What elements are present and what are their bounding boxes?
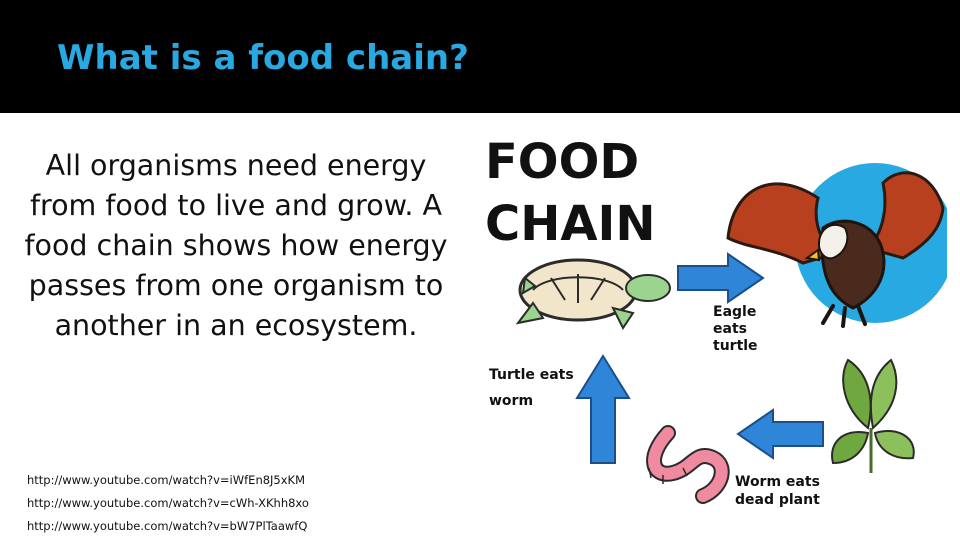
turtle-illustration — [515, 258, 671, 330]
title-bar: What is a food chain? — [0, 0, 960, 113]
slide-title: What is a food chain? — [57, 38, 469, 78]
caption-eagle-line1: Eagle — [713, 304, 756, 320]
caption-eagle-line2: eats — [713, 321, 747, 337]
arrow-right-icon — [677, 252, 765, 304]
video-link-2[interactable]: http://www.youtube.com/watch?v=cWh-XKhh8… — [27, 496, 309, 510]
caption-turtle-line1: Turtle eats — [489, 367, 574, 383]
video-link-3[interactable]: http://www.youtube.com/watch?v=bW7PlTaaw… — [27, 519, 308, 533]
arrow-left-icon — [736, 408, 824, 460]
video-links: http://www.youtube.com/watch?v=iWfEn8J5x… — [27, 472, 447, 541]
food-chain-svg: FOOD CHAIN Eagle eats turtle — [485, 134, 947, 508]
video-link-1[interactable]: http://www.youtube.com/watch?v=iWfEn8J5x… — [27, 473, 306, 487]
diagram-title-line2: CHAIN — [485, 196, 656, 252]
food-chain-diagram: FOOD CHAIN Eagle eats turtle — [473, 128, 947, 528]
worm-illustration — [646, 425, 730, 504]
caption-turtle-line2: worm — [489, 393, 533, 409]
body-text: All organisms need energy from food to l… — [24, 149, 448, 342]
caption-eagle-line3: turtle — [713, 338, 758, 354]
diagram-title-line1: FOOD — [485, 134, 639, 190]
arrow-up-icon — [575, 354, 631, 464]
eagle-illustration — [726, 163, 947, 328]
caption-worm-line1: Worm eats — [735, 474, 820, 490]
caption-worm-line2: dead plant — [735, 492, 820, 508]
plant-illustration — [831, 358, 915, 473]
